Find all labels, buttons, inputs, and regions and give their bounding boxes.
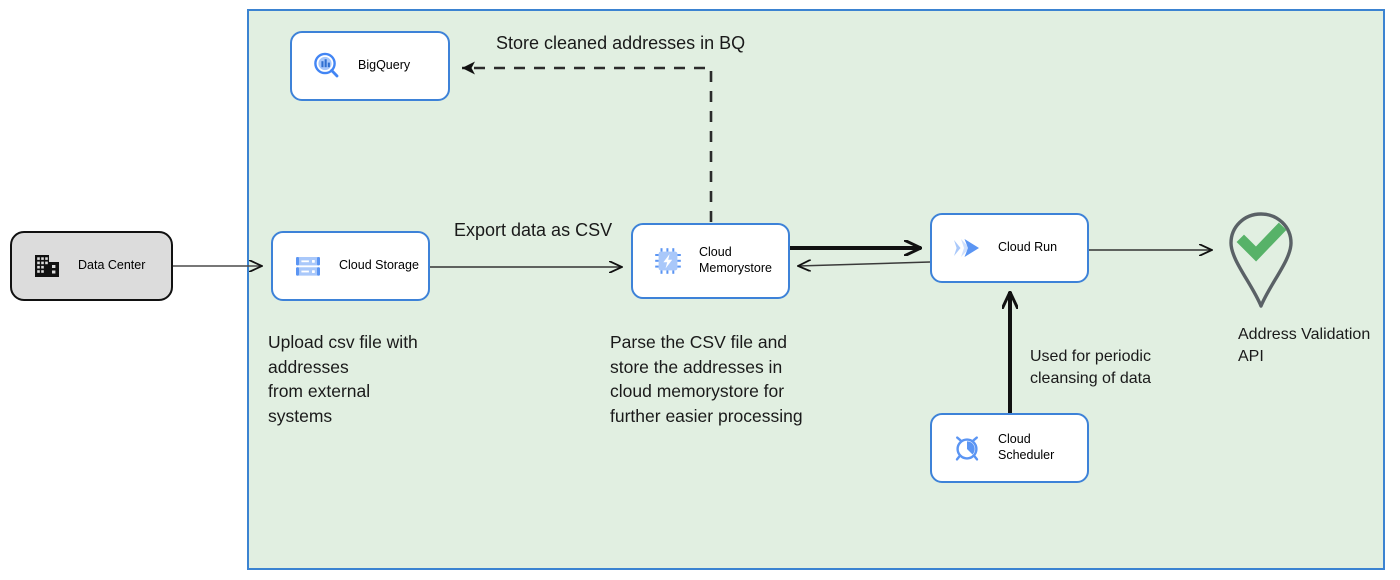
- node-cloud-storage[interactable]: Cloud Storage: [271, 231, 430, 301]
- node-label: Cloud Scheduler: [998, 432, 1055, 462]
- map-pin-check-icon: [1222, 208, 1300, 313]
- edge-label-export-data-as-csv: Export data as CSV: [454, 220, 613, 240]
- edge-label-store-cleaned-addresses: Store cleaned addresses in BQ: [496, 33, 746, 53]
- node-data-center[interactable]: Data Center: [10, 231, 173, 301]
- label-address-validation-api: Address Validation API: [1238, 326, 1371, 366]
- google-cloud-region-boundary: [247, 9, 1385, 570]
- cloud-scheduler-icon: [950, 431, 984, 465]
- note-periodic-cleansing: Used for periodic cleansing of data: [1030, 348, 1151, 388]
- node-cloud-run[interactable]: Cloud Run: [930, 213, 1089, 283]
- node-label: Cloud Storage: [339, 258, 419, 273]
- cloud-memorystore-icon: [651, 244, 685, 278]
- data-center-icon: [30, 249, 64, 283]
- bigquery-icon: [310, 49, 344, 83]
- note-parse-csv: Parse the CSV file and store the address…: [610, 332, 803, 426]
- node-label: Cloud Memorystore: [699, 245, 772, 275]
- note-upload-csv: Upload csv file with addresses from exte…: [268, 332, 418, 426]
- node-label: Data Center: [78, 258, 146, 273]
- node-bigquery[interactable]: BigQuery: [290, 31, 450, 101]
- node-label: BigQuery: [358, 58, 411, 73]
- cloud-storage-icon: [291, 249, 325, 283]
- node-cloud-scheduler[interactable]: Cloud Scheduler: [930, 413, 1089, 483]
- cloud-run-icon: [950, 231, 984, 265]
- node-cloud-memorystore[interactable]: Cloud Memorystore: [631, 223, 790, 299]
- node-label: Cloud Run: [998, 240, 1058, 255]
